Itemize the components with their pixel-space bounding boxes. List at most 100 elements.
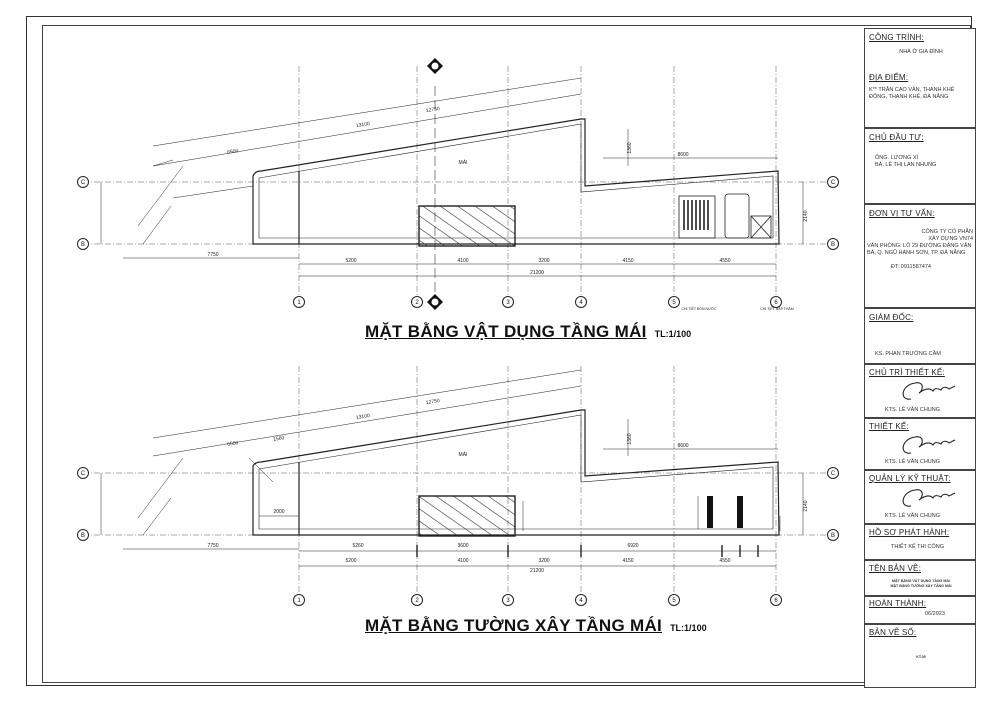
ban-ve-so-value: KT.05 xyxy=(916,655,926,659)
ho-so-value: THIẾT KẾ THI CÔNG xyxy=(891,544,944,550)
roof-label-2: MÁI xyxy=(459,451,468,458)
dim-1560: 1560 xyxy=(273,435,285,443)
svg-text:3: 3 xyxy=(506,598,510,604)
svg-text:C: C xyxy=(831,471,836,477)
grid-row-bubble-C: C xyxy=(77,176,89,188)
ban-ve-so-label: BẢN VẼ SỐ: xyxy=(869,628,917,637)
svg-text:B: B xyxy=(831,242,835,248)
signature-icon xyxy=(902,489,956,507)
don-vi-label: ĐƠN VỊ TƯ VẤN: xyxy=(869,209,935,218)
giam-doc-value: KS. PHAN TRƯỜNG CẦM xyxy=(875,351,941,357)
grid-col-bubble-4: 4 xyxy=(575,296,587,308)
grid-row-bubble-B: B xyxy=(827,529,839,541)
dim2-span-3: 3200 xyxy=(538,558,549,564)
dim-right-top: 8600 xyxy=(677,152,688,158)
grid-col-bubble-6: 6 xyxy=(770,296,782,308)
dim-left: 7750 xyxy=(207,252,218,258)
plan-1-title-text: MẶT BẰNG VẬT DỤNG TẦNG MÁI xyxy=(365,322,647,341)
section-marker-icon xyxy=(427,58,443,74)
svg-text:1: 1 xyxy=(297,300,301,306)
dim-span-4: 4150 xyxy=(622,258,633,264)
plan-2 xyxy=(83,366,833,596)
don-vi-4: ĐT: 0911587474 xyxy=(891,264,931,270)
grid-col-bubble-6: 6 xyxy=(770,594,782,606)
ten-ban-ve-label: TÊN BẢN VẼ: xyxy=(869,564,921,573)
quan-ly-label: QUẢN LÝ KỸ THUẬT: xyxy=(869,474,951,483)
dim2-total: 21200 xyxy=(530,568,544,574)
dim-span-3: 3200 xyxy=(538,258,549,264)
dim-diag-short: 6500 xyxy=(227,148,239,156)
svg-text:6: 6 xyxy=(774,598,778,604)
tb-cong-trinh: CÔNG TRÌNH: NHÀ Ở GIA ĐÌNH ĐỊA ĐIỂM: K**… xyxy=(864,28,976,128)
dim2-span-5: 4550 xyxy=(719,558,730,564)
plan-2-scale: TL:1/100 xyxy=(670,623,707,633)
signature-icon xyxy=(902,436,956,454)
don-vi-2: XÂY DỰNG VN74 xyxy=(928,236,973,242)
dim2-diag-short: 6500 xyxy=(227,440,239,448)
dia-diem-value: K** TRẦN CAO VÂN, THANH KHÊ ĐÔNG, THANH … xyxy=(869,87,955,100)
detail-note-2: CHI TIẾT NẮP THĂM xyxy=(760,306,793,311)
detail-note-1: CHI TIẾT BỒN NƯỚC xyxy=(681,306,717,311)
svg-text:6: 6 xyxy=(774,300,778,306)
svg-text:4: 4 xyxy=(579,300,583,306)
section-marker-icon xyxy=(427,294,443,310)
thiet-ke-value: KTS. LÊ VĂN CHUNG xyxy=(885,459,941,465)
plan-2-title: MẶT BẰNG TƯỜNG XÂY TẦNG MÁI TL:1/100 xyxy=(365,616,707,636)
grid-col-bubble-3: 3 xyxy=(502,296,514,308)
grid-row-bubble-B: B xyxy=(827,238,839,250)
grid-col-bubble-5: 5 xyxy=(668,594,680,606)
dia-diem-label: ĐỊA ĐIỂM: xyxy=(869,73,909,82)
dim2-diag-top: 12750 xyxy=(426,398,441,406)
dim2-span-1: 5200 xyxy=(345,558,356,564)
cong-trinh-value: NHÀ Ở GIA ĐÌNH xyxy=(899,49,943,55)
dim-diag-top: 12750 xyxy=(426,106,441,114)
tb-hoan-thanh: HOÀN THÀNH: 06/2023 xyxy=(864,596,976,624)
grid-row-bubble-B: B xyxy=(77,238,89,250)
dim-side: 2140 xyxy=(803,210,809,221)
cong-trinh-label: CÔNG TRÌNH: xyxy=(869,33,924,42)
dim2-span-2: 4100 xyxy=(457,558,468,564)
svg-text:1: 1 xyxy=(297,598,301,604)
tb-giam-doc: GIÁM ĐỐC: KS. PHAN TRƯỜNG CẦM xyxy=(864,308,976,364)
giam-doc-label: GIÁM ĐỐC: xyxy=(869,313,914,322)
dim-diag-long: 13100 xyxy=(356,121,371,129)
dim2-left: 7750 xyxy=(207,543,218,549)
chu-dau-tu-2: BÀ. LÊ THỊ LAN NHUNG xyxy=(875,162,937,168)
plan-1-scale: TL:1/100 xyxy=(654,329,692,339)
svg-text:3: 3 xyxy=(506,300,510,306)
svg-text:5: 5 xyxy=(672,598,676,604)
dimension-labels: 5200 4100 3200 4150 4550 21200 7750 1310… xyxy=(207,106,809,574)
dim-total: 21200 xyxy=(530,270,544,276)
grid-col-bubble-2: 2 xyxy=(411,296,423,308)
dim2-side: 2140 xyxy=(803,500,809,511)
title-block: CÔNG TRÌNH: NHÀ Ở GIA ĐÌNH ĐỊA ĐIỂM: K**… xyxy=(864,28,976,688)
dim2-diag-long: 13100 xyxy=(356,413,371,421)
hoan-thanh-label: HOÀN THÀNH: xyxy=(869,599,927,608)
svg-text:2: 2 xyxy=(415,598,419,604)
dim-vert-small: 1360 xyxy=(627,142,633,153)
wall-dim-1: 5260 xyxy=(352,543,363,549)
plan-2-title-text: MẶT BẰNG TƯỜNG XÂY TẦNG MÁI xyxy=(365,616,663,635)
svg-text:2: 2 xyxy=(415,300,419,306)
chu-tri-label: CHỦ TRÌ THIẾT KẾ: xyxy=(869,368,945,377)
svg-text:C: C xyxy=(81,471,86,477)
dim-span-1: 5200 xyxy=(345,258,356,264)
svg-text:4: 4 xyxy=(579,598,583,604)
ho-so-label: HỒ SƠ PHÁT HÀNH: xyxy=(869,528,950,537)
dim-span-2: 4100 xyxy=(457,258,468,264)
don-vi-1: CÔNG TY CỔ PHẦN xyxy=(921,229,973,235)
tb-chu-tri: CHỦ TRÌ THIẾT KẾ: KTS. LÊ VĂN CHUNG xyxy=(864,364,976,418)
tb-ho-so: HỒ SƠ PHÁT HÀNH: THIẾT KẾ THI CÔNG xyxy=(864,524,976,560)
grid-col-bubble-2: 2 xyxy=(411,594,423,606)
dim-span-5: 4550 xyxy=(719,258,730,264)
grid-row-bubble-C: C xyxy=(827,467,839,479)
thiet-ke-label: THIẾT KẾ: xyxy=(869,422,909,431)
plan-1 xyxy=(83,66,833,306)
svg-text:C: C xyxy=(81,180,86,186)
grid-col-bubble-1: 1 xyxy=(293,594,305,606)
ten-ban-ve-1: MẶT BẰNG VẬT DỤNG TẦNG MÁI xyxy=(892,579,950,583)
svg-text:5: 5 xyxy=(672,300,676,306)
